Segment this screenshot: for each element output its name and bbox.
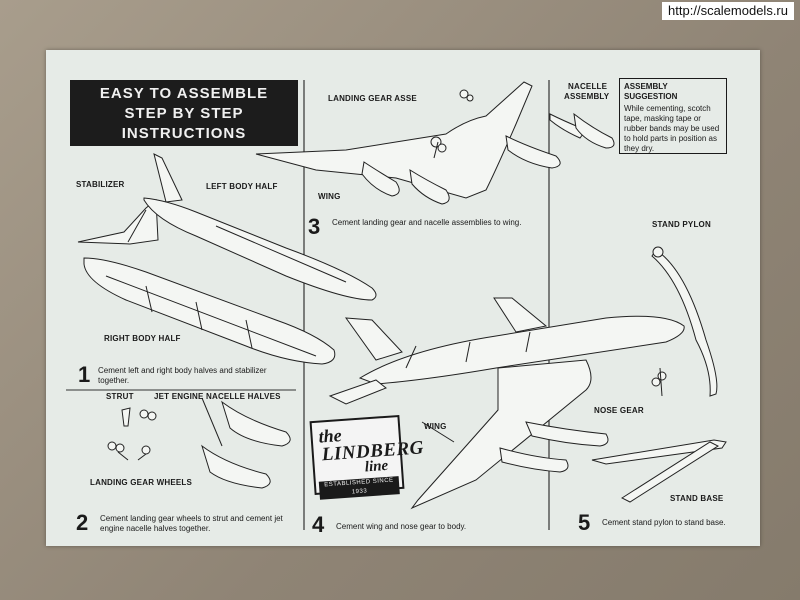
label-strut: STRUT: [106, 392, 134, 401]
title-line-2: STEP BY STEP: [70, 104, 298, 124]
step-2-number: 2: [76, 510, 88, 536]
label-assembly: ASSEMBLY: [564, 92, 609, 101]
nacelle-halves-drawing: [202, 398, 290, 488]
assembly-suggestion-box: ASSEMBLY SUGGESTION While cementing, sco…: [619, 78, 727, 154]
step-2-text: Cement landing gear wheels to strut and …: [100, 514, 296, 534]
label-landing-gear-wheels: LANDING GEAR WHEELS: [90, 478, 192, 487]
label-wing-step3: WING: [318, 192, 341, 201]
nose-gear-drawing: [652, 368, 666, 396]
suggestion-body: While cementing, scotch tape, masking ta…: [624, 104, 719, 153]
watermark-url: http://scalemodels.ru: [662, 2, 794, 20]
stabilizer-drawing: [78, 154, 182, 244]
step-4-number: 4: [312, 512, 324, 538]
instruction-sheet: EASY TO ASSEMBLE STEP BY STEP INSTRUCTIO…: [46, 50, 760, 546]
title-line-3: INSTRUCTIONS: [70, 124, 298, 144]
step-5-number: 5: [578, 510, 590, 536]
label-wing-step4: WING: [424, 422, 447, 431]
label-landing-gear-assembly: LANDING GEAR ASSE: [328, 94, 417, 103]
label-stand-pylon: STAND PYLON: [652, 220, 711, 229]
logo-line: line: [364, 458, 388, 477]
label-stabilizer: STABILIZER: [76, 180, 125, 189]
label-nose-gear: NOSE GEAR: [594, 406, 644, 415]
label-jet-engine-nacelle-halves: JET ENGINE NACELLE HALVES: [154, 392, 281, 401]
title-line-1: EASY TO ASSEMBLE: [70, 84, 298, 104]
nacelle-assembly-drawing: [550, 114, 614, 148]
label-right-body-half: RIGHT BODY HALF: [104, 334, 181, 343]
step-5-text: Cement stand pylon to stand base.: [602, 518, 762, 528]
step-3-text: Cement landing gear and nacelle assembli…: [332, 218, 532, 228]
step-1-number: 1: [78, 362, 90, 388]
step-3-number: 3: [308, 214, 320, 240]
lindberg-logo: the LINDBERG line ESTABLISHED SINCE 1933: [310, 415, 405, 495]
label-stand-base: STAND BASE: [670, 494, 723, 503]
label-nacelle: NACELLE: [568, 82, 607, 91]
strut-and-wheels-drawing: [108, 408, 156, 460]
stand-base-drawing: [592, 440, 726, 502]
label-left-body-half: LEFT BODY HALF: [206, 182, 278, 191]
step-1-text: Cement left and right body halves and st…: [98, 366, 284, 386]
suggestion-heading: ASSEMBLY SUGGESTION: [624, 82, 722, 102]
step-4-text: Cement wing and nose gear to body.: [336, 522, 536, 532]
title-banner: EASY TO ASSEMBLE STEP BY STEP INSTRUCTIO…: [70, 80, 298, 146]
